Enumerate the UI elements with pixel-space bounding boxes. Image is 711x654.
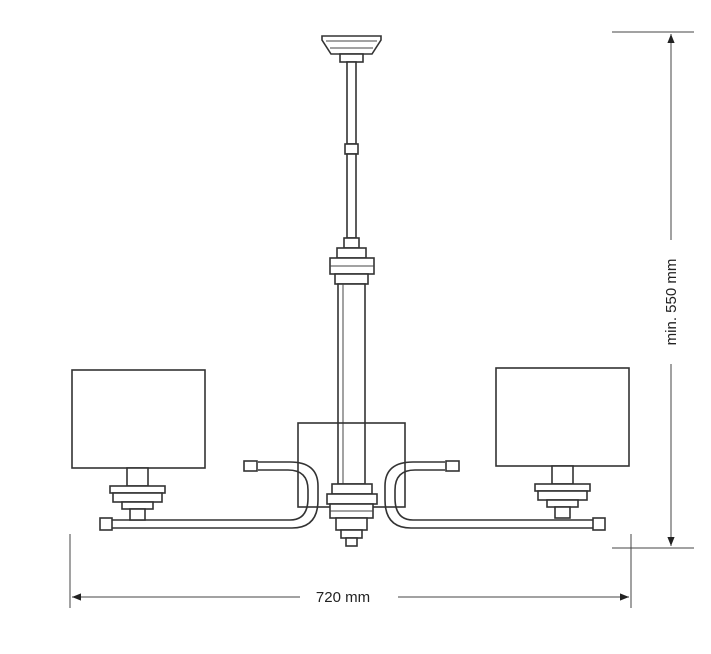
ceiling-canopy — [321, 35, 382, 63]
width-label: 720 mm — [316, 589, 370, 606]
column-collar — [329, 257, 375, 285]
suspension-rod — [336, 61, 367, 259]
left-arm — [99, 460, 319, 531]
central-column — [337, 283, 366, 485]
height-label: min. 550 mm — [663, 259, 680, 346]
right-arm — [384, 460, 606, 531]
width-dimension: 720 mm — [69, 534, 632, 608]
right-lamp-shade — [495, 367, 630, 467]
right-lamp — [495, 367, 630, 519]
left-lamp — [71, 369, 206, 521]
height-dimension: min. 550 mm — [612, 31, 694, 549]
central-hub — [326, 483, 378, 547]
left-lamp-shade — [71, 369, 206, 469]
